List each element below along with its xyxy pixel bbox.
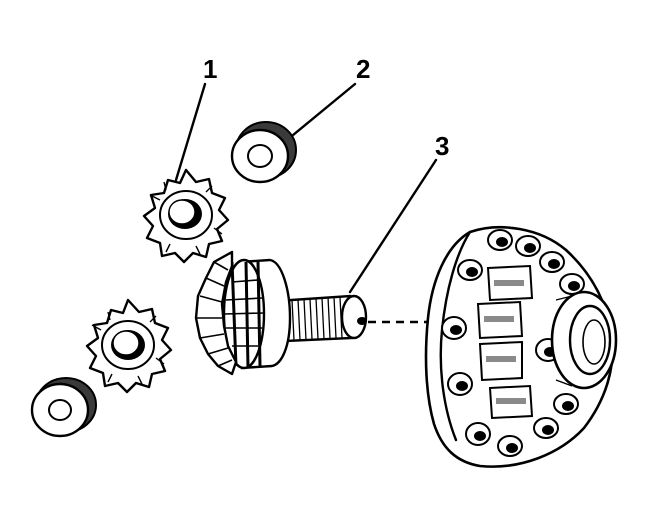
side-gear-top [142, 168, 230, 264]
leader-line-1 [174, 82, 207, 182]
side-gear-bottom [85, 298, 173, 394]
pinion-gear-shaft [194, 250, 368, 376]
leader-line-2 [285, 82, 357, 142]
leader-line-3 [348, 158, 438, 294]
thrust-washer-bottom [30, 377, 97, 438]
thrust-washer-top [230, 121, 297, 184]
callout-label-1: 1 [203, 54, 217, 84]
differential-case [424, 226, 618, 468]
callout-label-2: 2 [356, 54, 370, 84]
callout-label-3: 3 [435, 131, 449, 161]
